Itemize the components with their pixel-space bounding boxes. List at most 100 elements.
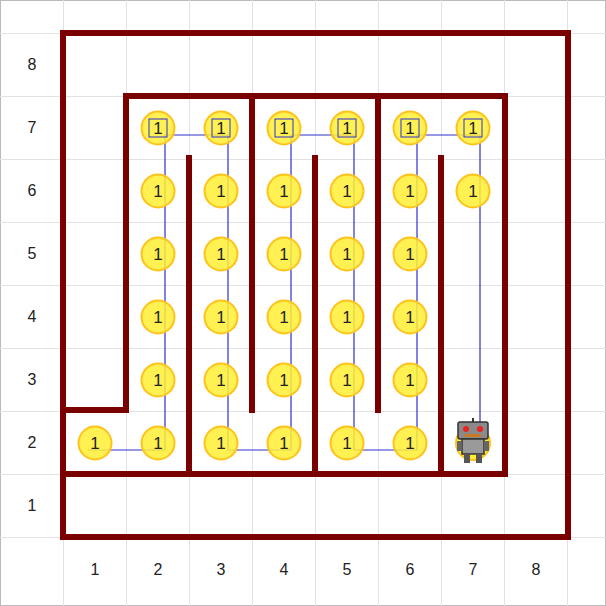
wall [123, 96, 129, 410]
axis-number: 2 [28, 435, 37, 451]
beeper-count: 1 [405, 246, 414, 263]
beeper: 1 [203, 236, 239, 272]
axis-number: 4 [280, 562, 289, 578]
beeper: 1 [203, 110, 239, 146]
axis-label-box: 2 [143, 559, 173, 581]
beeper-count: 1 [405, 372, 414, 389]
beeper-count: 1 [216, 372, 225, 389]
beeper-count: 1 [153, 120, 162, 137]
wall [375, 96, 381, 410]
beeper-count: 1 [153, 435, 162, 452]
beeper: 1 [329, 173, 365, 209]
axis-label-box: 1 [17, 495, 47, 517]
beeper-count: 1 [216, 309, 225, 326]
beeper: 1 [329, 299, 365, 335]
beeper-count: 1 [90, 435, 99, 452]
axis-label-box: 1 [80, 559, 110, 581]
axis-label-box: 3 [206, 559, 236, 581]
beeper: 1 [203, 362, 239, 398]
axis-number: 1 [91, 562, 100, 578]
beeper-count: 1 [279, 246, 288, 263]
grid-line [504, 0, 505, 606]
beeper: 1 [140, 236, 176, 272]
axis-label-box: 5 [332, 559, 362, 581]
beeper-count: 1 [342, 246, 351, 263]
beeper-count: 1 [405, 435, 414, 452]
axis-number: 3 [217, 562, 226, 578]
beeper-count: 1 [153, 246, 162, 263]
beeper-count: 1 [216, 435, 225, 452]
wall [249, 96, 255, 410]
beeper: 1 [455, 173, 491, 209]
beeper-count: 1 [342, 120, 351, 137]
wall [565, 33, 571, 537]
axis-number: 1 [28, 498, 37, 514]
beeper-count: 1 [153, 309, 162, 326]
grid-line [0, 411, 606, 412]
beeper: 1 [392, 110, 428, 146]
grid-line [441, 0, 442, 606]
wall [63, 534, 568, 540]
beeper-count: 1 [216, 183, 225, 200]
axis-number: 5 [343, 562, 352, 578]
beeper: 1 [392, 362, 428, 398]
beeper-count: 1 [153, 183, 162, 200]
beeper: 1 [140, 299, 176, 335]
beeper: 1 [329, 425, 365, 461]
axis-number: 5 [28, 246, 37, 262]
beeper: 1 [266, 110, 302, 146]
beeper: 1 [392, 299, 428, 335]
grid-line [0, 96, 606, 97]
beeper: 1 [329, 110, 365, 146]
beeper-count: 1 [468, 183, 477, 200]
wall [502, 96, 508, 474]
beeper-count: 1 [405, 120, 414, 137]
robot-trail [88, 135, 480, 450]
wall [63, 407, 126, 413]
beeper: 1 [266, 362, 302, 398]
beeper: 1 [203, 299, 239, 335]
grid-line [0, 348, 606, 349]
beeper: 1 [329, 362, 365, 398]
wall [186, 158, 192, 474]
axis-number: 7 [28, 120, 37, 136]
beeper-count: 1 [279, 120, 288, 137]
robot [457, 418, 489, 463]
beeper-count: 1 [342, 309, 351, 326]
beeper-count: 1 [342, 372, 351, 389]
axis-number: 4 [28, 309, 37, 325]
grid-line [252, 0, 253, 606]
beeper: 1 [392, 236, 428, 272]
beeper: 1 [203, 425, 239, 461]
beeper-count: 1 [405, 309, 414, 326]
axis-number: 8 [532, 562, 541, 578]
axis-label-box: 4 [17, 306, 47, 328]
wall [126, 93, 505, 99]
beeper-count: 1 [216, 120, 225, 137]
beeper-count: 1 [279, 183, 288, 200]
beeper: 1 [266, 173, 302, 209]
grid-line [189, 0, 190, 606]
grid-line [0, 285, 606, 286]
grid-line [315, 0, 316, 606]
beeper-count: 1 [405, 183, 414, 200]
beeper: 1 [140, 173, 176, 209]
grid-line [63, 0, 64, 606]
wall [63, 30, 568, 36]
grid-line [0, 474, 606, 475]
axis-label-box: 6 [17, 180, 47, 202]
beeper: 1 [266, 299, 302, 335]
beeper: 1 [266, 236, 302, 272]
beeper: 1 [392, 173, 428, 209]
beeper: 1 [392, 425, 428, 461]
grid-line [0, 159, 606, 160]
axis-number: 2 [154, 562, 163, 578]
beeper: 1 [140, 110, 176, 146]
beeper-count: 1 [468, 120, 477, 137]
beeper-count: 1 [342, 435, 351, 452]
beeper: 1 [329, 236, 365, 272]
